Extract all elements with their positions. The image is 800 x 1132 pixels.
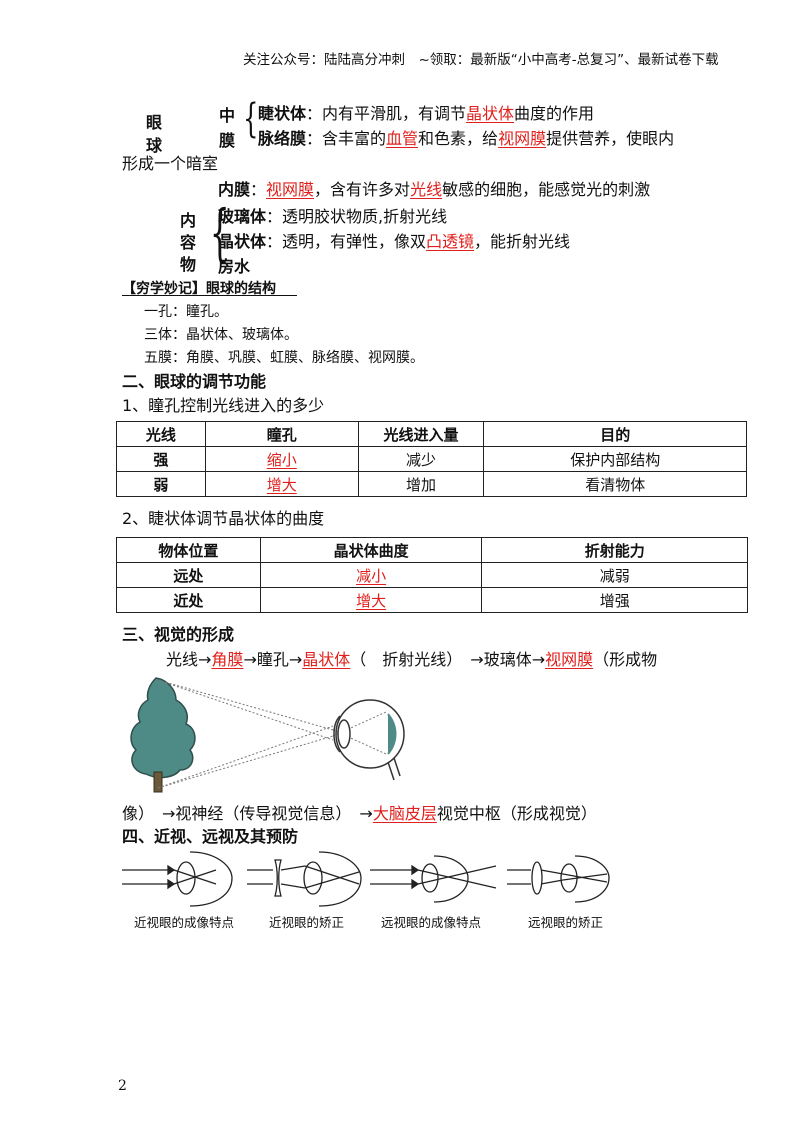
- key-retina-3: 视网膜: [545, 650, 594, 669]
- section-3-title: 三、视觉的形成: [122, 625, 235, 644]
- table-header-cell: 光线: [116, 421, 206, 447]
- label-contents-3: 物: [180, 255, 197, 274]
- mnemonic-divider: [122, 295, 297, 296]
- ciliary-name: 睫状体: [258, 104, 307, 123]
- table-cell: 强: [116, 446, 206, 472]
- table-cell: 保护内部结构: [483, 446, 747, 472]
- table-cell: 减弱: [481, 562, 748, 588]
- choroid-name: 脉络膜: [258, 129, 307, 148]
- section-4-title: 四、近视、远视及其预防: [122, 827, 299, 846]
- key-cerebral-cortex: 大脑皮层: [372, 804, 437, 823]
- vitreous-name: 玻璃体: [218, 207, 267, 226]
- label-middle-1: 中: [219, 106, 236, 125]
- myopia-correction-icon: [247, 851, 362, 907]
- choroid-line: 脉络膜：含丰富的血管和色素，给视网膜提供营养，使眼内: [258, 129, 675, 148]
- table-cell: 缩小: [204, 446, 359, 472]
- table-header-row: 光线 瞳孔 光线进入量 目的: [116, 421, 747, 447]
- table-header-cell: 折射能力: [481, 537, 748, 563]
- section-2-sub-1: 1、瞳孔控制光线进入的多少: [122, 396, 325, 415]
- label-ball: 球: [146, 136, 163, 155]
- aqueous-humor: 房水: [218, 257, 251, 276]
- caption-myopia-imaging: 近视眼的成像特点: [134, 915, 235, 930]
- key-lens-2: 晶状体: [302, 650, 351, 669]
- table-cell: 增强: [481, 587, 748, 613]
- mnemonic-line-3: 五膜：角膜、巩膜、虹膜、脉络膜、视网膜。: [144, 350, 424, 366]
- table-header-cell: 物体位置: [116, 537, 261, 563]
- table-row: 强 缩小 减少 保护内部结构: [116, 446, 747, 472]
- key-retina-2: 视网膜: [266, 180, 315, 199]
- vision-defect-diagrams: [122, 851, 610, 907]
- mnemonic-line-2: 三体：晶状体、玻璃体。: [144, 327, 298, 343]
- key-convex-lens: 凸透镜: [426, 232, 475, 251]
- page-number: 2: [118, 1078, 127, 1094]
- table-cell: 弱: [116, 471, 206, 497]
- key-blood-vessel: 血管: [386, 129, 419, 148]
- myopia-imaging-icon: [122, 851, 233, 907]
- table-header-cell: 晶状体曲度: [259, 537, 483, 563]
- hyperopia-correction-icon: [507, 855, 610, 903]
- key-cornea: 角膜: [211, 650, 244, 669]
- table-cell: 远处: [116, 562, 261, 588]
- label-contents-1: 内: [180, 211, 197, 230]
- mnemonic-line-1: 一孔：瞳孔。: [144, 304, 228, 320]
- lens-line: 晶状体：透明，有弹性，像双凸透镜，能折射光线: [218, 232, 571, 251]
- hyperopia-imaging-icon: [370, 855, 497, 903]
- table-row: 远处 减小 减弱: [116, 562, 748, 588]
- vitreous-line: 玻璃体：透明胶状物质,折射光线: [218, 207, 448, 226]
- key-lens: 晶状体: [466, 104, 515, 123]
- inner-membrane-line: 内膜：视网膜，含有许多对光线敏感的细胞，能感觉光的刺激: [218, 180, 651, 199]
- table-cell: 增大: [259, 587, 483, 613]
- brace-contents: {: [209, 196, 230, 269]
- caption-hyperopia-imaging: 远视眼的成像特点: [381, 915, 482, 930]
- table-row: 近处 增大 增强: [116, 587, 748, 613]
- vision-path-line-1: 光线→角膜→瞳孔→晶状体（ 折射光线） →玻璃体→视网膜（形成物: [166, 650, 658, 669]
- key-retina: 视网膜: [498, 129, 547, 148]
- ciliary-line: 睫状体：内有平滑肌，有调节晶状体曲度的作用: [258, 104, 595, 123]
- table-cell: 减少: [357, 446, 485, 472]
- label-eye: 眼: [146, 113, 163, 132]
- table-cell: 减小: [259, 562, 483, 588]
- section-2-sub-2: 2、睫状体调节晶状体的曲度: [122, 509, 325, 528]
- key-light: 光线: [410, 180, 443, 199]
- inner-name: 内膜: [218, 180, 251, 199]
- eye-icon: [333, 699, 405, 781]
- table-header-cell: 瞳孔: [204, 421, 359, 447]
- pupil-table: 光线 瞳孔 光线进入量 目的 强 缩小 减少 保护内部结构 弱 增大 增加 看清…: [116, 421, 747, 497]
- table-cell: 增加: [357, 471, 485, 497]
- table-row: 弱 增大 增加 看清物体: [116, 471, 747, 497]
- brace-middle: {: [243, 96, 259, 142]
- lens-table: 物体位置 晶状体曲度 折射能力 远处 减小 减弱 近处 增大 增强: [116, 537, 748, 613]
- lens-name: 晶状体: [218, 232, 267, 251]
- table-header-cell: 目的: [483, 421, 747, 447]
- label-contents-2: 容: [180, 233, 197, 252]
- label-middle-2: 膜: [219, 131, 236, 150]
- tree-eye-illustration: [130, 677, 405, 793]
- table-cell: 增大: [204, 471, 359, 497]
- section-2-title: 二、眼球的调节功能: [122, 372, 267, 391]
- table-header-cell: 光线进入量: [357, 421, 485, 447]
- caption-hyperopia-correction: 远视眼的矫正: [528, 915, 604, 930]
- mnemonic-title: 【穷学妙记】眼球的结构: [122, 281, 276, 297]
- caption-myopia-correction: 近视眼的矫正: [269, 915, 345, 930]
- tree-icon: [130, 677, 196, 793]
- page-header: 关注公众号：陆陆高分冲刺 ~领取：最新版“小中高考-总复习”、最新试卷下载: [243, 52, 719, 68]
- table-header-row: 物体位置 晶状体曲度 折射能力: [116, 537, 748, 563]
- vision-path-line-2: 像） →视神经（传导视觉信息） →大脑皮层视觉中枢（形成视觉）: [122, 804, 597, 823]
- table-cell: 近处: [116, 587, 261, 613]
- choroid-cont: 形成一个暗室: [122, 154, 219, 173]
- table-cell: 看清物体: [483, 471, 747, 497]
